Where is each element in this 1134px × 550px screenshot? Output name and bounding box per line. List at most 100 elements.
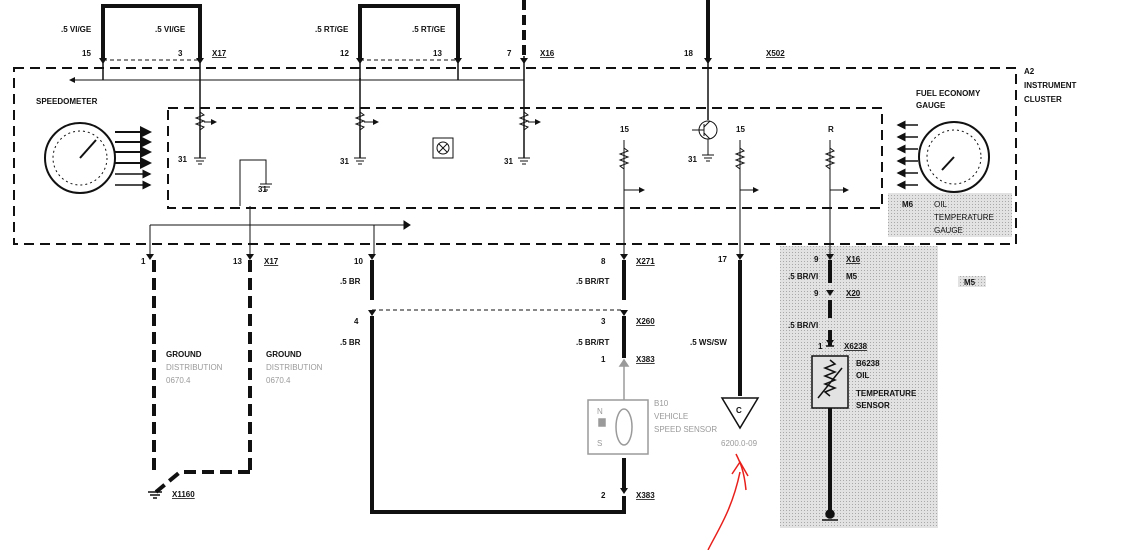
oil-temp-shaded-area xyxy=(888,193,1012,237)
component-label: M5 xyxy=(964,278,976,287)
gauge-id: M6 xyxy=(902,200,914,209)
sensor-label: OIL xyxy=(856,371,869,380)
transistor-symbol xyxy=(692,120,718,155)
connector-label: X383 xyxy=(636,491,655,500)
wire-label: .5 VI/GE xyxy=(155,25,186,34)
connector-label: X17 xyxy=(212,49,227,58)
ground-pin-label: 31 xyxy=(688,155,697,164)
pin-label: 12 xyxy=(340,49,349,58)
red-annotation-arrow xyxy=(707,453,749,550)
oil-temperature-sensor-icon xyxy=(811,345,849,409)
connector-label: X17 xyxy=(264,257,279,266)
sensor-id: B10 xyxy=(654,399,669,408)
sensor-label: VEHICLE xyxy=(654,412,688,421)
indicator-lamp-icon xyxy=(432,137,454,159)
sensor-label: SPEED SENSOR xyxy=(654,425,717,434)
pin-label: 3 xyxy=(601,317,606,326)
pin-label: 10 xyxy=(354,257,363,266)
cluster-name: INSTRUMENT xyxy=(1024,81,1077,90)
distribution-label: DISTRIBUTION xyxy=(266,363,323,372)
speedometer-label: SPEEDOMETER xyxy=(36,97,98,106)
fuel-economy-gauge-icon xyxy=(896,120,990,193)
pin-label: 8 xyxy=(601,257,606,266)
distribution-ref: 0670.4 xyxy=(166,376,191,385)
page-reference: 6200.0-09 xyxy=(721,439,758,448)
sensor-pole-label: S xyxy=(597,439,602,448)
ground-pin-label: 31 xyxy=(504,157,513,166)
pin-label: R xyxy=(828,125,834,134)
oil-gauge-label: TEMPERATURE xyxy=(934,213,994,222)
wire-label: .5 WS/SW xyxy=(690,338,727,347)
wire-label: .5 RT/GE xyxy=(315,25,349,34)
m5-label-box xyxy=(958,276,986,287)
inner-circuit-boundary xyxy=(167,107,883,209)
oil-gauge-label: OIL xyxy=(934,200,947,209)
wire-label: .5 RT/GE xyxy=(412,25,446,34)
wire-label: .5 VI/GE xyxy=(61,25,92,34)
sensor-label: SENSOR xyxy=(856,401,890,410)
connector-label: X260 xyxy=(636,317,655,326)
sensor-label: TEMPERATURE xyxy=(856,389,917,398)
pin-label: 9 xyxy=(814,289,819,298)
pin-label: 9 xyxy=(814,255,819,264)
connector-label: X16 xyxy=(540,49,555,58)
cluster-name: CLUSTER xyxy=(1024,95,1062,104)
pin-label: 7 xyxy=(507,49,512,58)
wire-label: .5 BR xyxy=(340,277,361,286)
distribution-ref: 0670.4 xyxy=(266,376,291,385)
ground-pin-label: 31 xyxy=(178,155,187,164)
oil-sensor-shaded-area xyxy=(780,246,938,528)
pin-label: 18 xyxy=(684,49,693,58)
ground-pin-label: 31 xyxy=(340,157,349,166)
top-connector-pins xyxy=(99,58,712,64)
wire-labels: .5 VI/GE .5 VI/GE .5 RT/GE .5 RT/GE 15 3… xyxy=(36,25,1077,500)
pin-label: 13 xyxy=(433,49,442,58)
lower-wiring xyxy=(152,260,832,514)
ground-label: GROUND xyxy=(166,350,202,359)
connector-label: X6238 xyxy=(844,342,868,351)
wire-label: .5 BR xyxy=(340,338,361,347)
pin-label: 13 xyxy=(233,257,242,266)
pin-label: 1 xyxy=(818,342,823,351)
connector-label: X271 xyxy=(636,257,655,266)
sensor-pole-label: N xyxy=(597,407,603,416)
supply-taps xyxy=(618,140,849,254)
pin-label: 1 xyxy=(601,355,606,364)
lower-connector-pins xyxy=(146,254,834,494)
distribution-label: DISTRIBUTION xyxy=(166,363,223,372)
connector-label: X16 xyxy=(846,255,861,264)
pin-label: 17 xyxy=(718,255,727,264)
top-wiring xyxy=(69,0,710,158)
wire-label: .5 BR/RT xyxy=(576,277,609,286)
speedometer-icon xyxy=(44,122,152,194)
connector-c-icon xyxy=(720,397,760,430)
cluster-id: A2 xyxy=(1024,67,1035,76)
pin-label: 15 xyxy=(82,49,91,58)
connector-letter: C xyxy=(736,406,742,415)
oil-gauge-label: GAUGE xyxy=(934,226,963,235)
pin-label: 2 xyxy=(601,491,606,500)
pin-label: 3 xyxy=(178,49,183,58)
bottom-grounds xyxy=(148,491,838,521)
sensor-id: B6238 xyxy=(856,359,880,368)
connector-label: X383 xyxy=(636,355,655,364)
fuel-gauge-label: FUEL ECONOMY xyxy=(916,89,981,98)
pin-label: 4 xyxy=(354,317,359,326)
ground-taps xyxy=(194,111,714,206)
wire-label: .5 BR/VI xyxy=(788,321,818,330)
fuel-gauge-label: GAUGE xyxy=(916,101,946,110)
ground-pin-label: 31 xyxy=(258,185,267,194)
connector-label: X20 xyxy=(846,289,861,298)
pin-label: 15 xyxy=(620,125,629,134)
x17-bus xyxy=(149,206,411,254)
vehicle-speed-sensor-icon xyxy=(587,358,649,455)
wire-label: M5 xyxy=(846,272,858,281)
instrument-cluster-boundary xyxy=(13,67,1017,245)
ground-point-label: X1160 xyxy=(172,490,195,499)
wire-label: .5 BR/VI xyxy=(788,272,818,281)
connector-label: X502 xyxy=(766,49,785,58)
pin-label: 15 xyxy=(736,125,745,134)
wire-label: .5 BR/RT xyxy=(576,338,609,347)
